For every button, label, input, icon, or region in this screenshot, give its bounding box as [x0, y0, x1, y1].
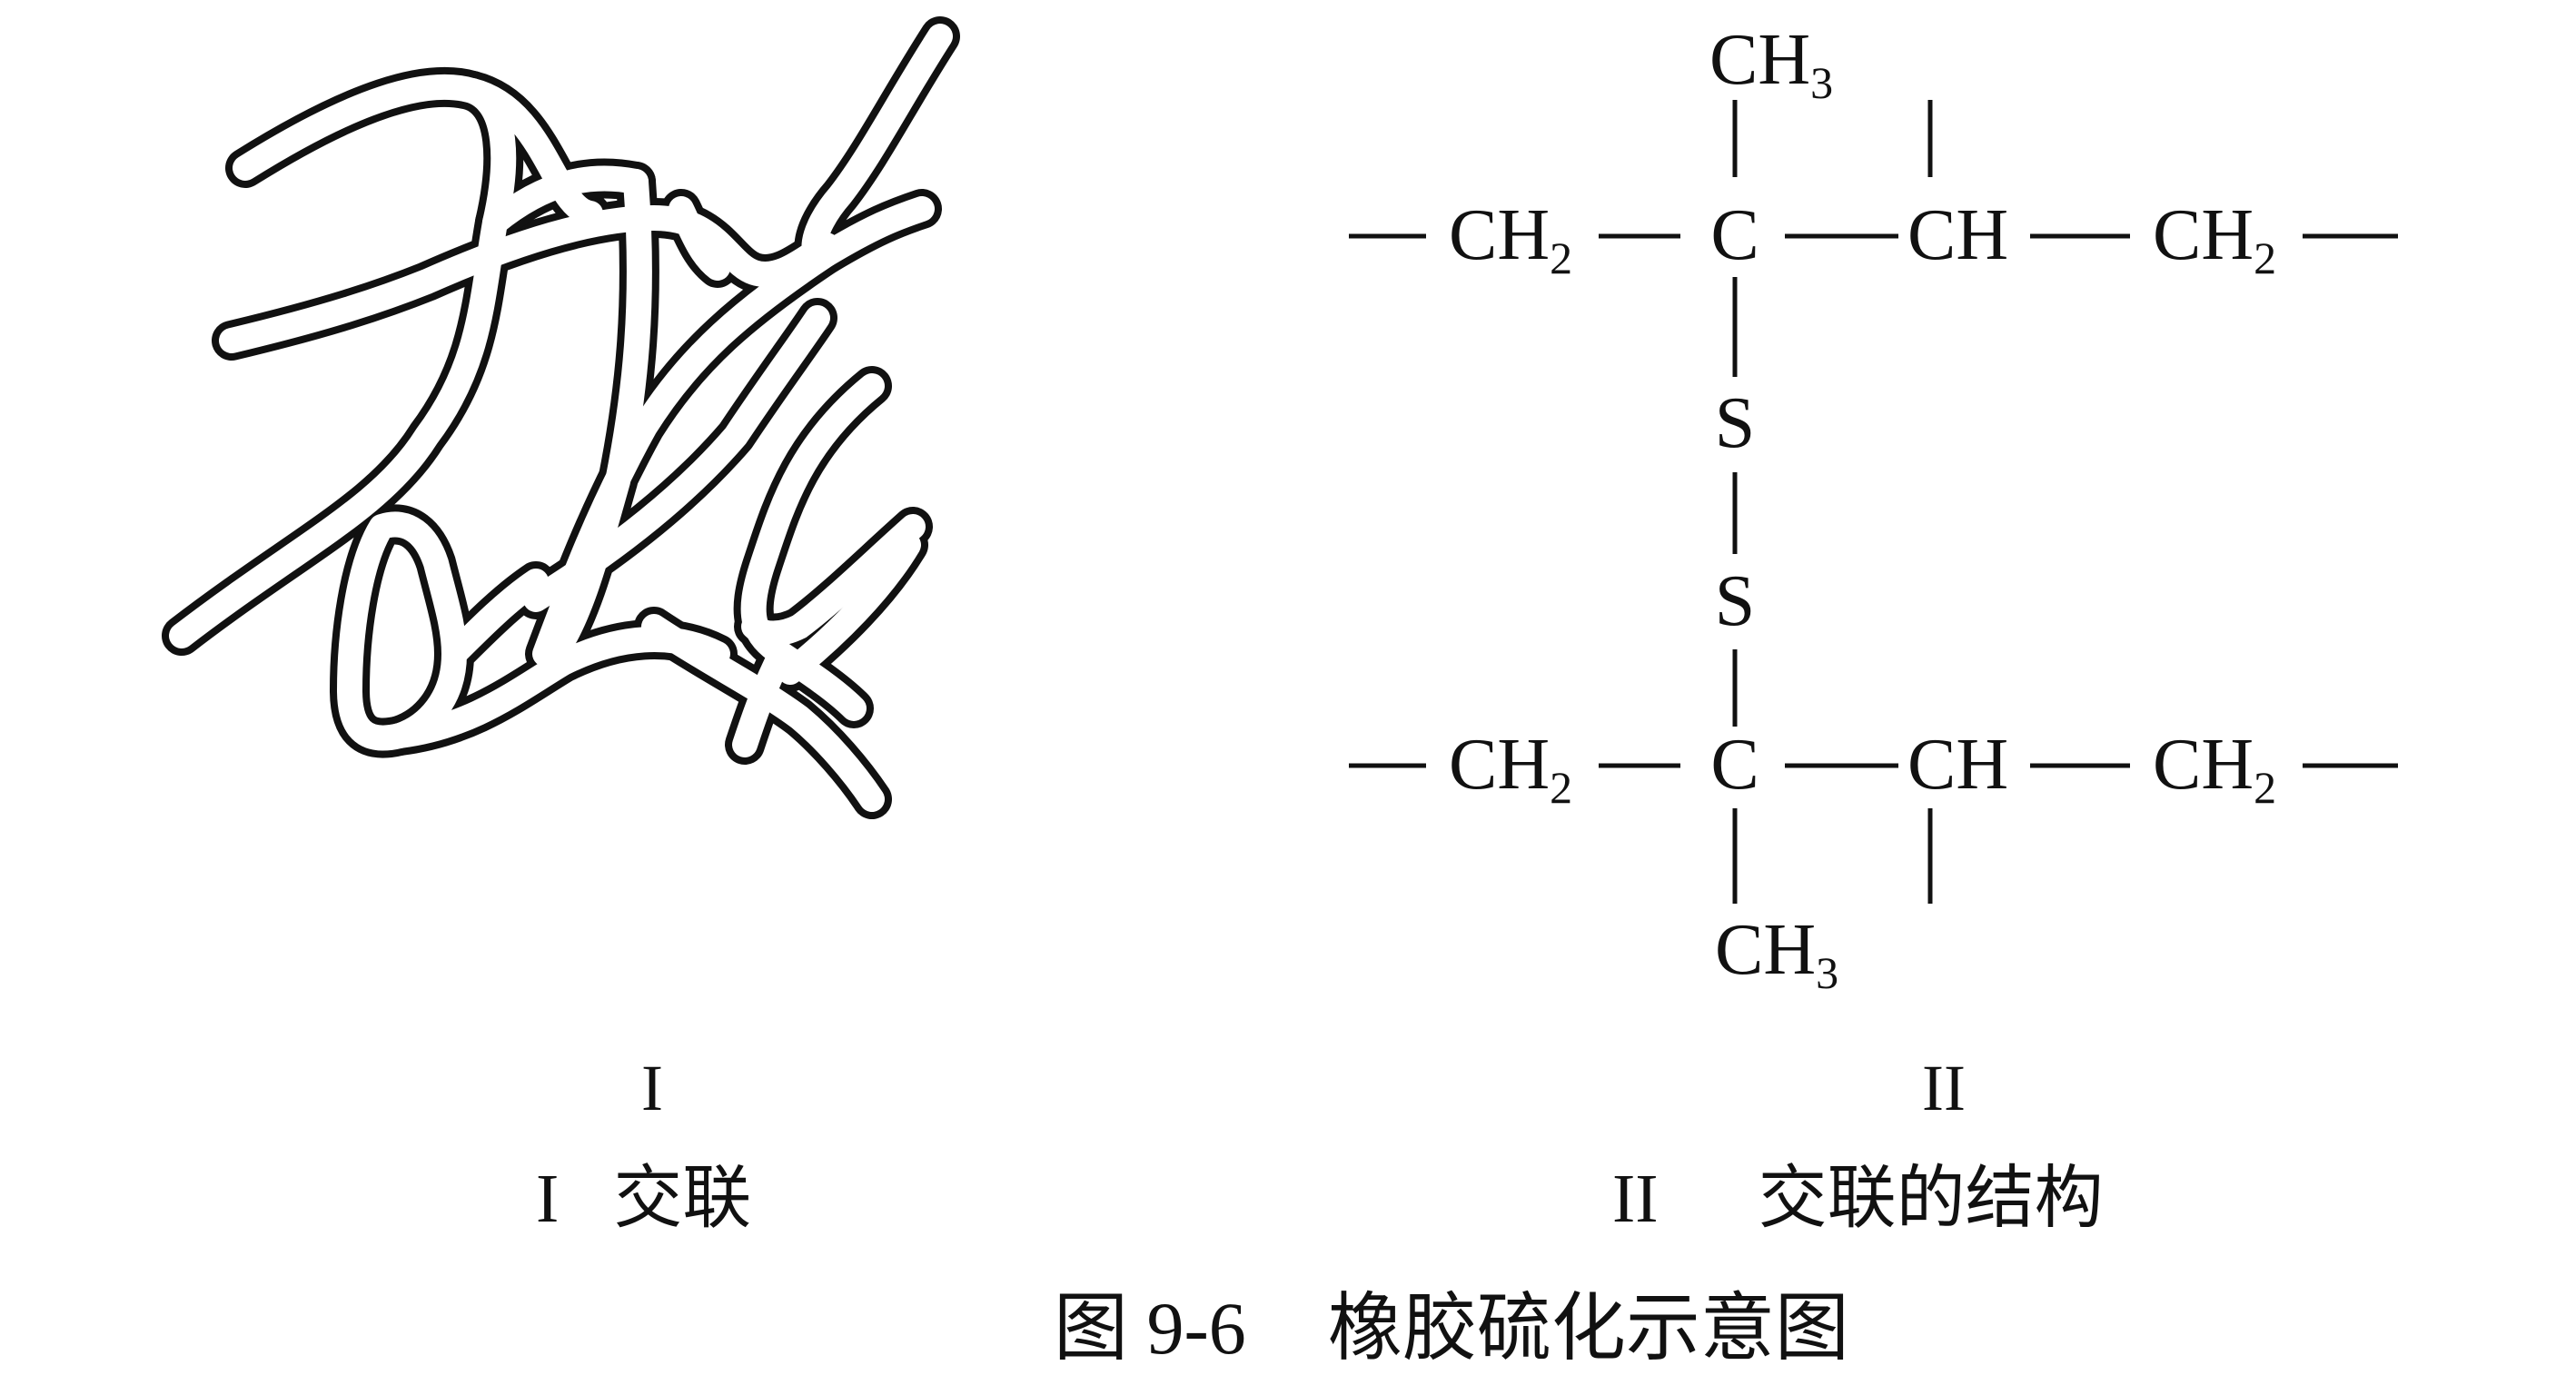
bottom-chain-ch2-right: CH2: [2153, 725, 2276, 813]
bottom-methyl-group: CH3: [1715, 910, 1838, 998]
crosslink-network-drawing: [162, 16, 960, 819]
top-chain-carbon: C: [1710, 195, 1759, 275]
top-chain-ch2-right: CH2: [2153, 195, 2276, 283]
top-methyl-group: CH3: [1709, 20, 1833, 108]
panel-i-numeral: I: [641, 1052, 663, 1124]
top-chain-ch: CH: [1907, 195, 2008, 275]
figure-number: 图 9-6: [1054, 1287, 1246, 1370]
sulfur-atom-1: S: [1715, 383, 1756, 463]
bottom-chain-ch2-left: CH2: [1449, 725, 1572, 813]
crosslink-structure-formula: CH3 CH2 C CH CH2 S S CH2 C CH CH2 CH3: [1349, 20, 2398, 998]
panel-ii-numeral: II: [1922, 1052, 1966, 1124]
bottom-chain-ch: CH: [1907, 725, 2008, 805]
network-inner-strokes: [169, 24, 953, 812]
sulfur-atom-2: S: [1715, 561, 1756, 641]
top-chain-ch2-left: CH2: [1449, 195, 1572, 283]
bottom-chain-carbon: C: [1710, 725, 1759, 805]
figure-caption: 图 9-6 橡胶硫化示意图: [1054, 1287, 1849, 1370]
figure-title: 橡胶硫化示意图: [1328, 1287, 1849, 1370]
